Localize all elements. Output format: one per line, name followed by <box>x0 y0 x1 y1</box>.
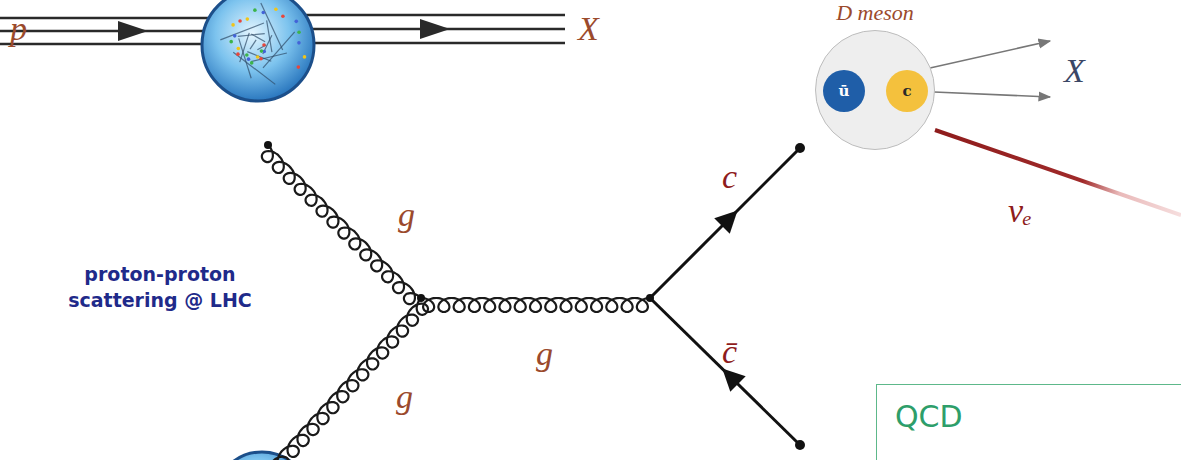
parton-dot <box>236 52 240 56</box>
particle-label: p <box>10 10 27 48</box>
gluon-coil <box>262 145 421 304</box>
proton-arrowhead <box>118 21 148 41</box>
parton-line <box>233 52 275 84</box>
particle-label: g <box>396 378 413 416</box>
particle-label: X <box>1064 52 1085 90</box>
parton-dot <box>262 43 266 47</box>
meson-circle: ūcD meson <box>815 30 935 150</box>
particle-label: g <box>398 196 415 234</box>
vertex-dot <box>417 294 425 302</box>
particle-label: c̄ <box>722 333 737 371</box>
parton-dot <box>250 61 254 65</box>
quark-circle: c <box>886 70 928 112</box>
parton-dot <box>231 23 235 27</box>
parton-dot <box>247 57 251 61</box>
node-label: c <box>902 82 911 100</box>
decay-arrow <box>934 92 1050 97</box>
parton-dot <box>253 8 257 12</box>
parton-line <box>238 34 265 37</box>
process-caption: proton-proton scattering @ LHC <box>45 262 275 313</box>
charm-quark-line <box>650 148 800 298</box>
node-heading: D meson <box>816 1 934 25</box>
parton-dot <box>245 53 249 57</box>
decay-arrow <box>930 41 1050 68</box>
parton-dot <box>294 20 298 24</box>
particle-label: g <box>536 335 553 373</box>
parton-line <box>263 32 295 68</box>
parton-dot <box>233 34 237 38</box>
parton-dot <box>259 57 263 61</box>
particle-label: c <box>722 158 737 196</box>
vertex-dot <box>264 141 272 149</box>
gluon-coil <box>421 298 650 312</box>
node-label: ū <box>839 82 850 100</box>
neutrino-line <box>935 130 1181 215</box>
parton-dot <box>297 30 301 34</box>
theory-box: QCD <box>876 384 1181 460</box>
quark-arrowhead <box>714 203 745 234</box>
parton-dot <box>303 55 307 59</box>
vertex-dot <box>795 143 805 153</box>
parton-dot <box>229 40 233 44</box>
parton-line <box>250 40 256 49</box>
parton-dot <box>262 11 266 15</box>
vertex-dot <box>795 440 805 450</box>
gluon-lines <box>262 145 650 460</box>
parton-dot <box>237 47 241 51</box>
parton-dot <box>256 55 260 59</box>
parton-dot <box>281 15 285 19</box>
antiquark-circle: ū <box>823 70 865 112</box>
parton-dot <box>246 17 250 21</box>
vertex-dot <box>646 294 654 302</box>
parton-sea <box>220 3 306 84</box>
particle-label: X <box>578 10 599 48</box>
proton-arrowhead <box>420 19 450 39</box>
parton-dot <box>297 65 301 69</box>
gluon-coil <box>272 298 428 460</box>
proton-blob <box>202 0 314 101</box>
parton-dot <box>238 19 242 23</box>
parton-line <box>267 20 272 52</box>
particle-label: νₑ <box>1008 192 1032 230</box>
parton-line <box>261 3 283 50</box>
parton-dot <box>274 7 278 11</box>
parton-dot <box>260 49 264 53</box>
anticharm-quark-line <box>650 298 800 445</box>
node-label: QCD <box>877 385 1181 435</box>
parton-dot <box>297 41 301 45</box>
